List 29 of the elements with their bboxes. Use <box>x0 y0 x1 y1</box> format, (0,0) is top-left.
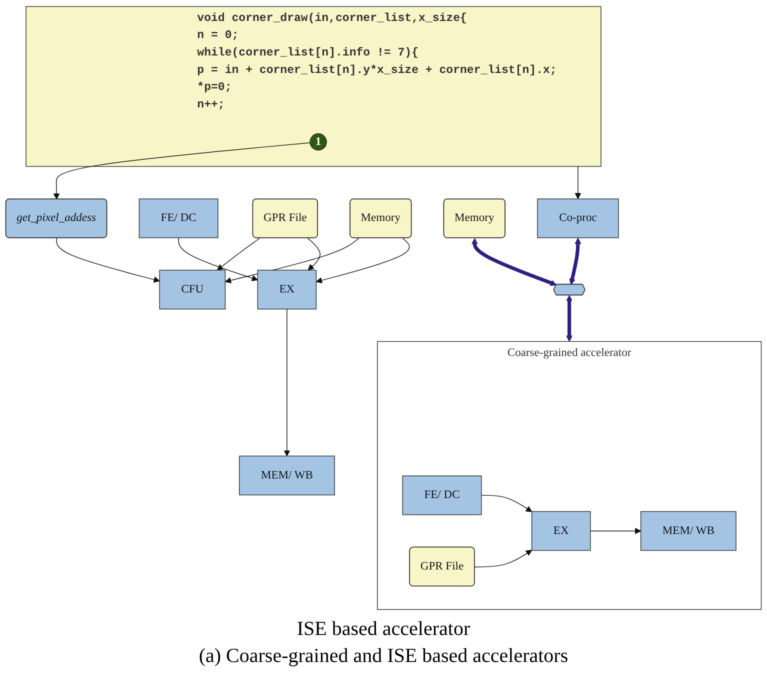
cluster <box>26 6 602 167</box>
node-box <box>640 511 736 551</box>
arrow <box>53 142 310 200</box>
arrow <box>56 238 160 283</box>
arrow <box>216 238 260 270</box>
arrow <box>574 166 582 200</box>
arrow <box>590 528 642 534</box>
cluster <box>377 341 762 610</box>
arrow <box>566 295 572 342</box>
arrow <box>316 238 410 284</box>
section-label: ISE based accelerator <box>296 618 470 641</box>
arrow <box>471 238 557 286</box>
node-box <box>257 270 317 310</box>
arrow <box>481 494 532 512</box>
node-box <box>138 198 218 238</box>
arrow <box>307 238 320 270</box>
node-box <box>537 198 619 238</box>
figure-caption: (a) Coarse-grained and ISE based accelerators <box>198 645 568 668</box>
node-box <box>402 476 482 516</box>
arrow <box>178 237 258 282</box>
node-box <box>531 511 591 551</box>
arrow <box>284 308 290 456</box>
node-box <box>238 456 335 496</box>
arrow <box>474 550 532 568</box>
arrow <box>224 238 360 284</box>
node-circle <box>310 133 327 151</box>
diagram: void corner_draw(in,corner_list,x_size{ n = 0; while(corner_list[n].info != 7){ p = in + corner_list[n].y*x_size + corner_list[n].x; *p=0; n++; Coarse-grained accelerator FE/ DC EX MEM/ WB GPR File 1 get_pixel_addess FE/ DC GPR File Memory Memory Co-proc CFU EX MEM/ WB <box>0 0 767 616</box>
arrow <box>569 238 582 285</box>
node-box <box>159 270 226 310</box>
